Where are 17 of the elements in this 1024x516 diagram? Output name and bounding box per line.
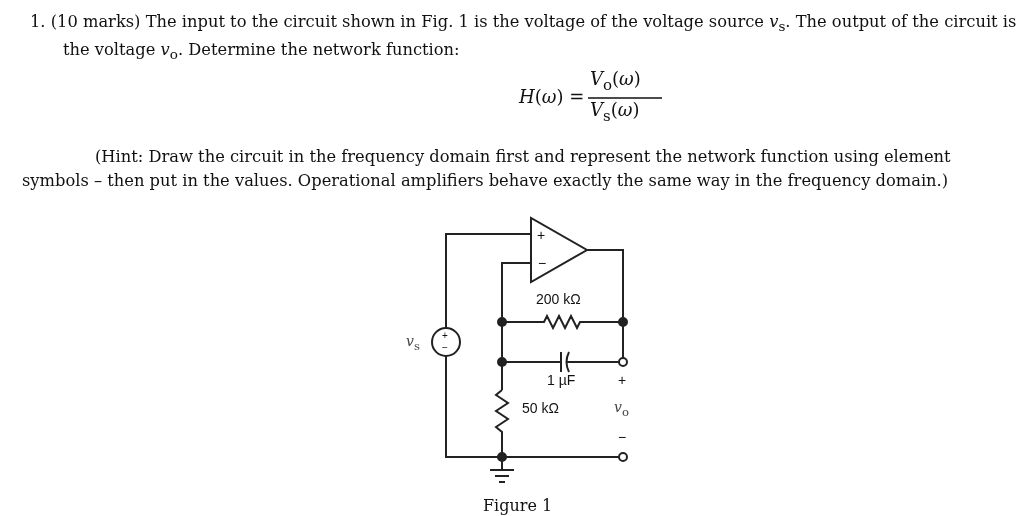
figure-caption: Figure 1 [483,498,553,514]
voltage-label: v$_{s}$ [406,334,420,353]
polarity-sign: − [618,430,627,444]
component-label: 50 kΩ [522,401,559,415]
question-text: 1. (10 marks) The input to the circuit shown in Fig. 1 is the voltage of the voltage source v$_{s}$. The output of the circuit is the voltage v$_{o}$. Determine the network function: [29,11,1018,65]
component-label: 1 µF [547,373,576,387]
component-label: 200 kΩ [536,292,581,306]
formula-lhs: H(ω) = [519,88,585,106]
hint-text: (Hint: Draw the circuit in the frequency domain first and represent the network function using element symbols – then put in the values. Operational amplifiers behave exactly the same way in the frequency domain.) [22,146,952,192]
fraction-numerator: V$_{o}$(ω) [590,70,641,93]
polarity-sign: + [442,331,448,341]
fraction-denominator: V$_{s}$(ω) [590,101,640,124]
polarity-sign: − [442,343,448,353]
polarity-sign: + [537,228,546,242]
polarity-sign: − [538,256,547,270]
voltage-label: v$_{o}$ [614,400,629,419]
polarity-sign: + [618,373,627,387]
